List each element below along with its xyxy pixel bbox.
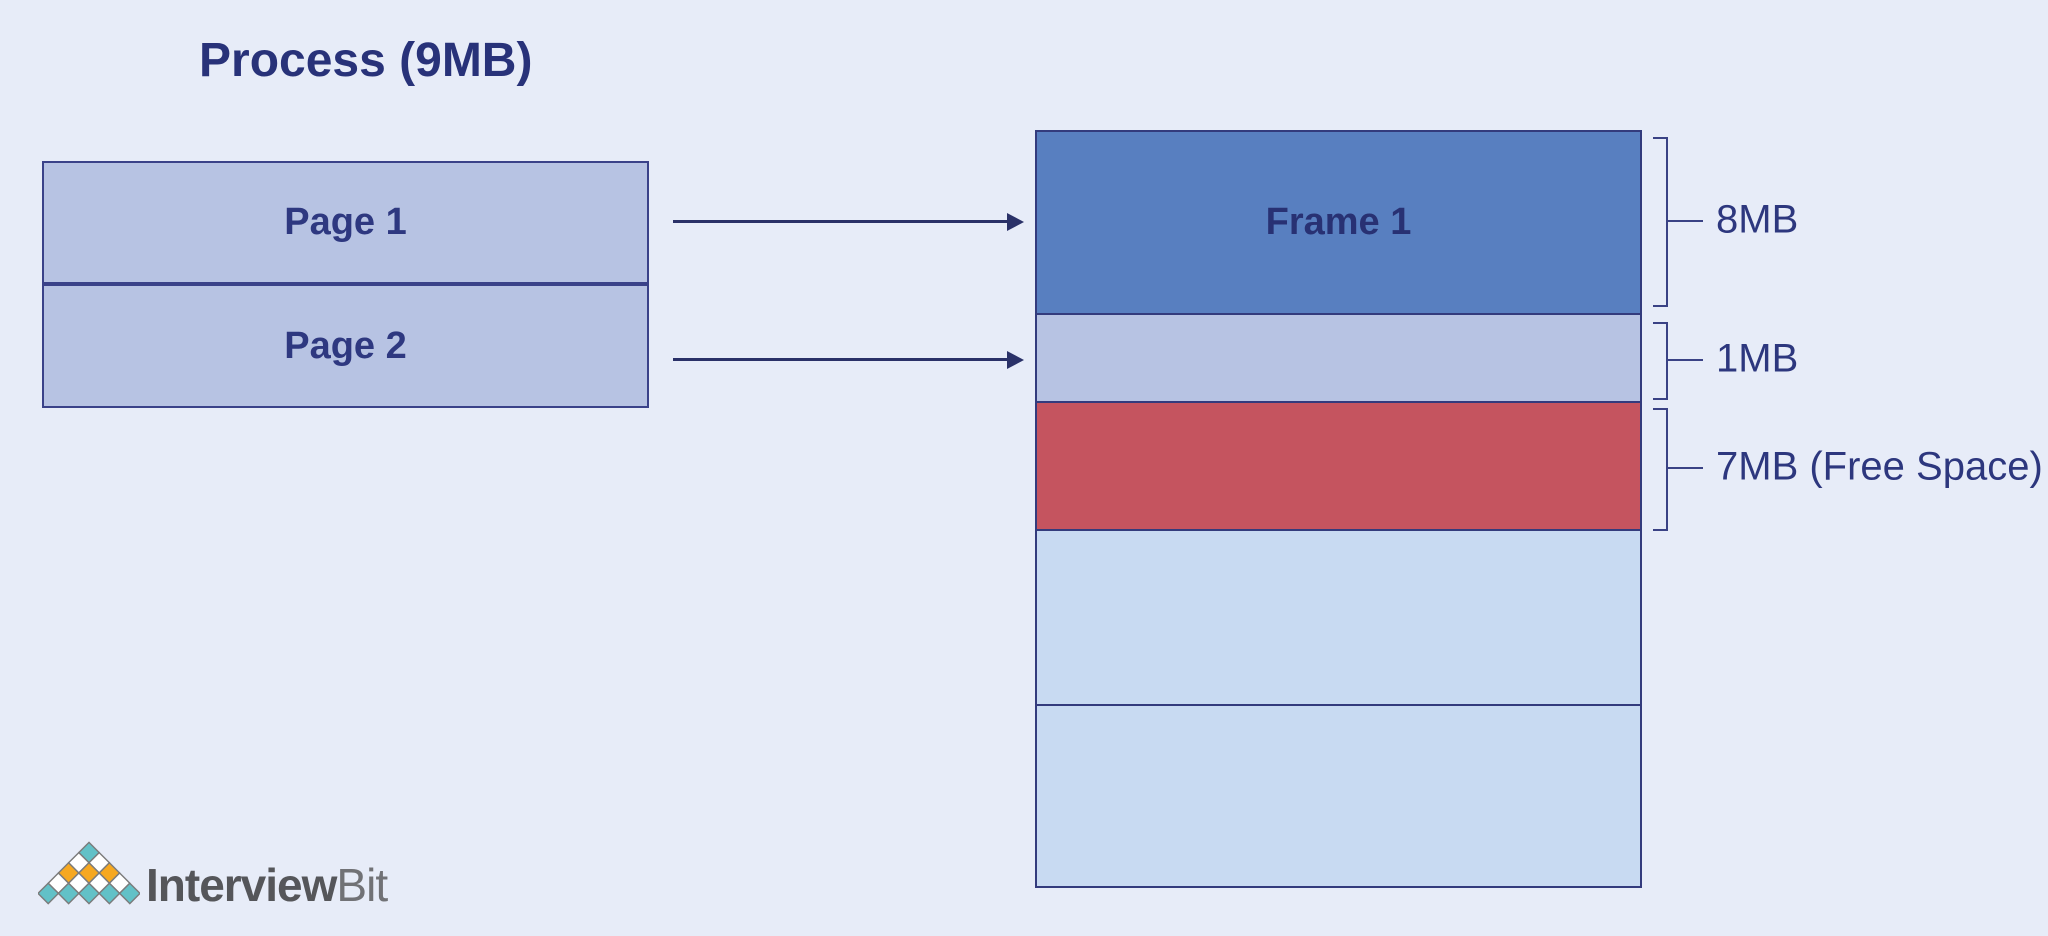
- size-label-7mb-free-space: 7MB (Free Space): [1716, 444, 2043, 489]
- bracket-cap: [1653, 408, 1666, 410]
- page-2-box: Page 2: [42, 284, 649, 408]
- bracket-cap: [1653, 322, 1666, 324]
- interviewbit-pyramid-icon: [38, 841, 140, 905]
- memory-block-free-space: [1035, 401, 1642, 531]
- wordmark-bit: Bit: [336, 859, 388, 911]
- bracket-cap: [1653, 529, 1666, 531]
- frame-1-label: Frame 1: [1265, 201, 1412, 243]
- bracket-line: [1666, 322, 1668, 400]
- bracket-cap: [1653, 305, 1666, 307]
- bracket-tick: [1668, 220, 1703, 222]
- bracket-tick: [1668, 467, 1703, 469]
- size-label-8mb: 8MB: [1716, 197, 1799, 242]
- bracket-tick: [1668, 359, 1703, 361]
- arrow-head-icon: [1007, 351, 1024, 369]
- size-bracket-8mb: [1653, 137, 1703, 307]
- memory-block-empty-2: [1035, 704, 1642, 888]
- process-title: Process (9MB): [199, 34, 533, 87]
- size-bracket-7mb: [1653, 408, 1703, 531]
- memory-frame-stack: Frame 1: [1035, 130, 1642, 888]
- memory-block-empty-1: [1035, 529, 1642, 706]
- arrow-head-icon: [1007, 213, 1024, 231]
- bracket-line: [1666, 137, 1668, 307]
- arrow-shaft: [673, 220, 1009, 223]
- page-1-box: Page 1: [42, 161, 649, 284]
- size-bracket-1mb: [1653, 322, 1703, 400]
- page-1-label: Page 1: [284, 201, 407, 243]
- arrow-shaft: [673, 358, 1009, 361]
- bracket-line: [1666, 408, 1668, 531]
- wordmark-interview: Interview: [146, 859, 337, 911]
- memory-frame-1: Frame 1: [1035, 130, 1642, 315]
- size-label-1mb: 1MB: [1716, 336, 1799, 381]
- interviewbit-wordmark: InterviewBit: [146, 859, 388, 911]
- memory-block-1mb: [1035, 313, 1642, 403]
- process-page-stack: Page 1 Page 2: [42, 161, 649, 408]
- bracket-cap: [1653, 398, 1666, 400]
- bracket-cap: [1653, 137, 1666, 139]
- page-2-label: Page 2: [284, 324, 407, 367]
